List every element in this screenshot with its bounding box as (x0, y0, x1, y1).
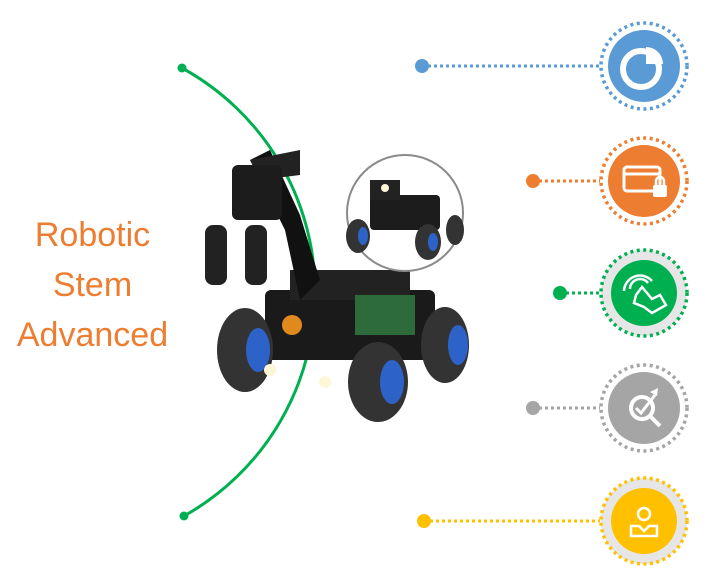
title-line-1: Robotic (34, 216, 151, 254)
touch-hand-icon (622, 274, 668, 315)
connector-dot (415, 59, 429, 73)
robot-inset-image (346, 154, 464, 272)
node-fill (608, 30, 680, 102)
arc-end-dot-top (177, 63, 187, 73)
user-icon (629, 506, 659, 538)
node-user (417, 476, 689, 566)
credit-card-lock-icon (622, 165, 667, 197)
node-credit-card-lock (526, 136, 689, 226)
robot-car-image (205, 150, 469, 422)
node-pie-chart (415, 21, 689, 111)
node-fill (608, 145, 680, 217)
connector-dot (553, 286, 567, 300)
node-fill (611, 260, 677, 326)
node-touch-hand (553, 248, 689, 338)
pie-chart-icon (620, 47, 663, 90)
search-target-icon (629, 388, 662, 428)
connector-dot (526, 401, 540, 415)
arc-end-dot-bottom (179, 511, 189, 521)
title-text: Robotic Stem Advanced (0, 210, 185, 360)
connector-dot (526, 174, 540, 188)
connector-dot (417, 514, 431, 528)
title-line-2: Stem (52, 266, 133, 304)
title-line-3: Advanced (16, 316, 169, 354)
node-search-target (526, 363, 689, 453)
